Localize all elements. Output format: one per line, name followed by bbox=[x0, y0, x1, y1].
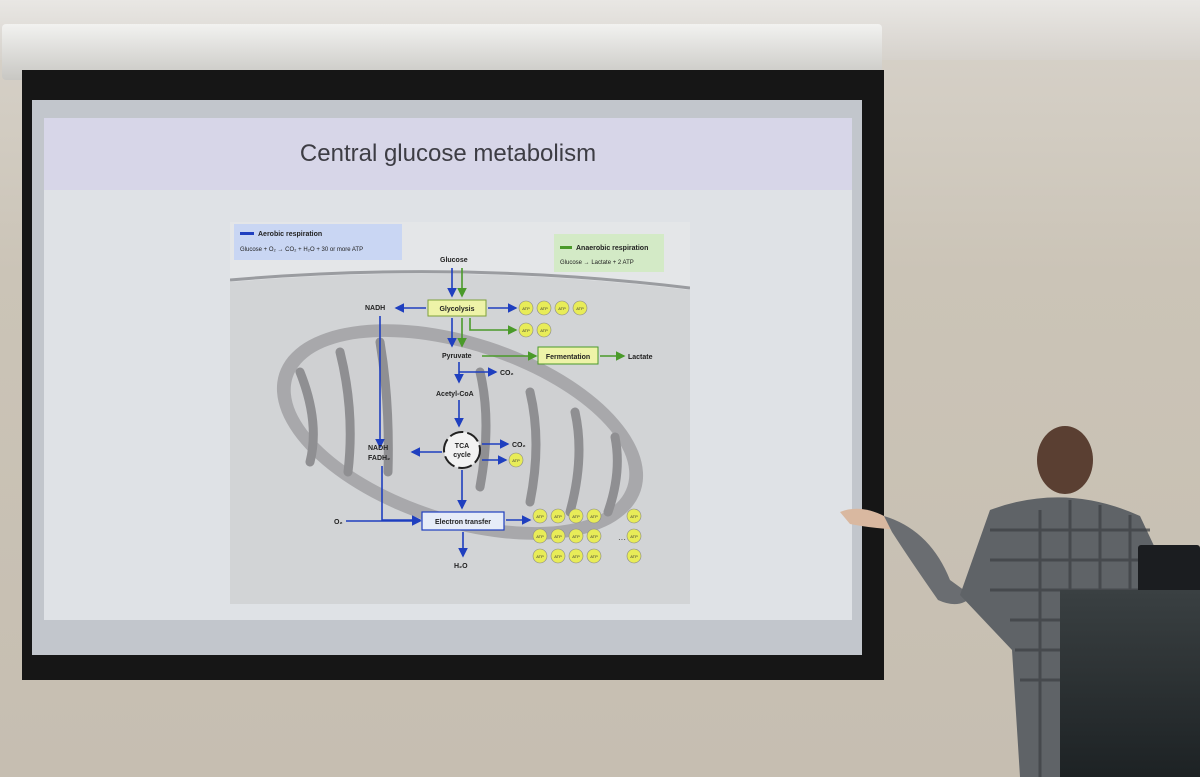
atp-token bbox=[626, 528, 642, 544]
atp-label: ATP bbox=[630, 534, 638, 539]
atp-label: ATP bbox=[536, 554, 544, 559]
atp-label: ATP bbox=[558, 306, 566, 311]
atp-label: ATP bbox=[572, 534, 580, 539]
atp-label: ATP bbox=[572, 514, 580, 519]
lactate-label: Lactate bbox=[628, 354, 653, 361]
atp-token bbox=[568, 548, 584, 564]
nadh-top-label: NADH bbox=[365, 305, 385, 312]
nadh-mid-label: NADH bbox=[368, 445, 388, 452]
atp-token bbox=[536, 322, 552, 338]
glycolysis-label: Glycolysis bbox=[439, 306, 474, 313]
atp-token bbox=[508, 452, 524, 468]
glucose-label: Glucose bbox=[440, 257, 468, 264]
slide-header: Central glucose metabolism bbox=[44, 118, 852, 190]
atp-label: ATP bbox=[590, 554, 598, 559]
atp-token bbox=[586, 528, 602, 544]
o2-label: O₂ bbox=[334, 519, 343, 526]
atp-token bbox=[554, 300, 570, 316]
atp-token bbox=[532, 548, 548, 564]
presenter-arm bbox=[884, 516, 972, 605]
acetyl-coa-label: Acetyl-CoA bbox=[436, 391, 474, 398]
anaerobic-atp-group: ATP ATP bbox=[518, 322, 552, 338]
atp-token bbox=[518, 322, 534, 338]
aerobic-legend-title: Aerobic respiration bbox=[258, 231, 322, 238]
laptop bbox=[1138, 545, 1200, 593]
atp-token bbox=[532, 528, 548, 544]
electron-transfer-label: Electron transfer bbox=[435, 519, 491, 526]
mitochondrion-cristae bbox=[295, 337, 622, 517]
atp-label: ATP bbox=[536, 514, 544, 519]
atp-label: ATP bbox=[572, 554, 580, 559]
atp-token bbox=[586, 508, 602, 524]
atp-token bbox=[550, 508, 566, 524]
aerobic-legend: Aerobic respiration Glucose + O₂ → CO₂ +… bbox=[234, 224, 402, 260]
atp-label: ATP bbox=[590, 534, 598, 539]
pyruvate-label: Pyruvate bbox=[442, 353, 472, 360]
atp-label: ATP bbox=[512, 458, 520, 463]
atp-label: ATP bbox=[630, 514, 638, 519]
glycolysis-atp-group: ATP ATP ATP ATP bbox=[518, 300, 588, 316]
atp-label: ATP bbox=[540, 328, 548, 333]
presenter-head bbox=[1037, 426, 1093, 494]
atp-token bbox=[626, 548, 642, 564]
electron-transfer-box bbox=[421, 511, 505, 531]
tca-label-line2: cycle bbox=[453, 452, 471, 459]
atp-token bbox=[550, 548, 566, 564]
tca-label-line1: TCA bbox=[455, 443, 469, 450]
fadh2-label: FADH₂ bbox=[368, 455, 390, 462]
atp-label: ATP bbox=[554, 554, 562, 559]
fermentation-label: Fermentation bbox=[546, 354, 590, 361]
anaerobic-legend-equation: Glucose → Lactate + 2 ATP bbox=[560, 260, 634, 266]
atp-token bbox=[572, 300, 588, 316]
atp-token bbox=[532, 508, 548, 524]
aerobic-legend-equation: Glucose + O₂ → CO₂ + H₂O + 30 or more AT… bbox=[240, 247, 363, 253]
anaerobic-legend: Anaerobic respiration Glucose → Lactate … bbox=[554, 234, 664, 272]
anaerobic-legend-title: Anaerobic respiration bbox=[576, 245, 648, 252]
projection-screen: Central glucose metabolism bbox=[32, 100, 862, 655]
glucose-metabolism-diagram: Aerobic respiration Glucose + O₂ → CO₂ +… bbox=[230, 222, 690, 604]
podium bbox=[1060, 590, 1200, 777]
atp-label: ATP bbox=[522, 328, 530, 333]
atp-label: ATP bbox=[522, 306, 530, 311]
presenter-hand bbox=[840, 508, 900, 530]
electron-transfer-atp-grid: ATP ATP ATP ATP ATP ATP ATP ATP ATP ATP ATP ATP ATP A… bbox=[532, 508, 642, 564]
atp-label: ATP bbox=[554, 534, 562, 539]
atp-token bbox=[568, 508, 584, 524]
atp-label: ATP bbox=[554, 514, 562, 519]
co2-label-1: CO₂ bbox=[500, 370, 514, 377]
tca-cycle bbox=[443, 431, 481, 469]
atp-token bbox=[626, 508, 642, 524]
slide-title: Central glucose metabolism bbox=[299, 140, 597, 167]
h2o-label: H₂O bbox=[454, 563, 468, 570]
atp-label: ATP bbox=[630, 554, 638, 559]
atp-token bbox=[568, 528, 584, 544]
cell-membrane bbox=[230, 270, 690, 290]
fermentation-box bbox=[537, 346, 599, 365]
atp-label: ATP bbox=[576, 306, 584, 311]
co2-label-2: CO₂ bbox=[512, 442, 526, 449]
atp-token bbox=[586, 548, 602, 564]
atp-label: ATP bbox=[540, 306, 548, 311]
glycolysis-box bbox=[427, 299, 487, 317]
atp-label: ATP bbox=[536, 534, 544, 539]
atp-token bbox=[550, 528, 566, 544]
atp-token bbox=[518, 300, 534, 316]
atp-label: ATP bbox=[590, 514, 598, 519]
atp-ellipsis: ··· bbox=[618, 535, 626, 544]
atp-token bbox=[536, 300, 552, 316]
